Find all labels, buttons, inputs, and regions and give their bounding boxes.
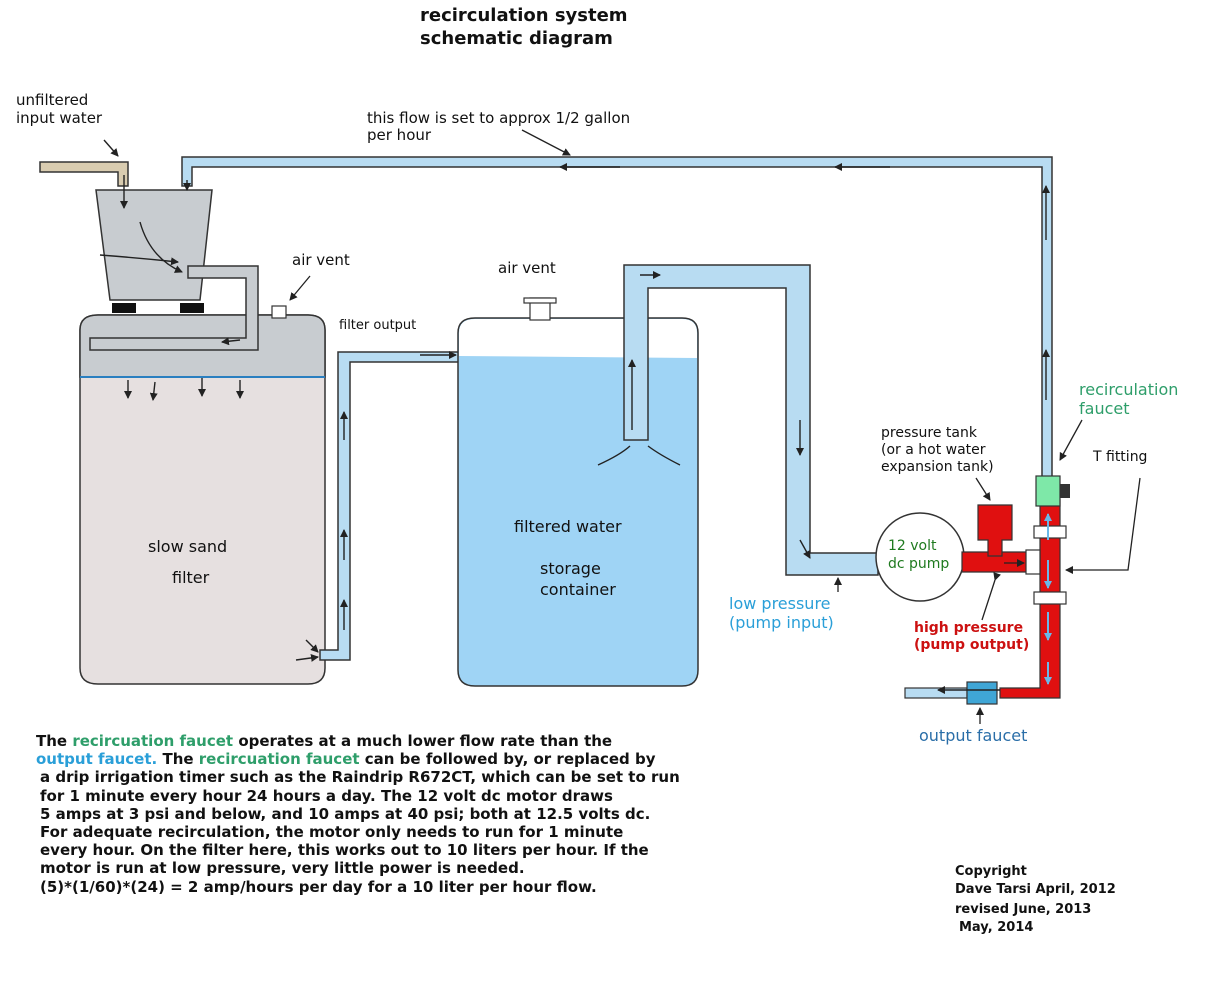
- copyright-line-2: Dave Tarsi April, 2012: [955, 882, 1116, 897]
- slow-sand-label-1: slow sand: [148, 537, 228, 556]
- high-pressure-plumbing: [961, 499, 1067, 699]
- description-line-8: motor is run at low pressure, very littl…: [40, 859, 525, 878]
- output-faucet-label: output faucet: [919, 726, 1028, 745]
- high-pressure-label-2: (pump output): [914, 637, 1030, 653]
- low-pressure-label-2: (pump input): [729, 613, 834, 632]
- pump-label-2: dc pump: [888, 556, 950, 572]
- description-line-6: For adequate recirculation, the motor on…: [40, 823, 624, 842]
- slow-sand-label-2: filter: [172, 568, 210, 587]
- slow-sand-filter-tank: [79, 305, 326, 685]
- t-fitting-label: T fitting: [1093, 449, 1148, 465]
- description-line-2: output faucet. The recircuation faucet c…: [36, 750, 656, 769]
- recirc-faucet-label-2: faucet: [1079, 399, 1130, 418]
- recirc-faucet-label-1: recirculation: [1079, 380, 1179, 399]
- pressure-tank-label-1: pressure tank: [881, 425, 977, 441]
- flow-note-2: per hour: [367, 126, 432, 144]
- input-pipe: [39, 161, 129, 187]
- air-vent-label-2: air vent: [498, 259, 556, 277]
- recirculation-faucet: [1035, 475, 1070, 507]
- pump-suction-pipe: [623, 264, 879, 576]
- description-text: The recircuation faucet operates at a mu…: [36, 732, 680, 896]
- title-line-1: recirculation system: [420, 5, 628, 26]
- filter-output-pipe: [319, 351, 463, 661]
- description-line-4: for 1 minute every hour 24 hours a day. …: [40, 786, 613, 805]
- description-line-1: The recircuation faucet operates at a mu…: [36, 732, 613, 750]
- description-line-7: every hour. On the filter here, this wor…: [40, 841, 649, 860]
- flow-arrows: [99, 139, 1050, 694]
- copyright-line-4: May, 2014: [959, 920, 1034, 935]
- pump-label-1: 12 volt: [888, 538, 937, 554]
- pointer-lines: [289, 129, 1141, 724]
- description-line-9: (5)*(1/60)*(24) = 2 amp/hours per day fo…: [40, 877, 597, 896]
- description-line-3: a drip irrigation timer such as the Rain…: [40, 768, 680, 787]
- flow-note-1: this flow is set to approx 1/2 gallon: [367, 109, 631, 127]
- low-pressure-label-1: low pressure: [729, 594, 831, 613]
- pressure-tank-label-2: (or a hot water: [881, 442, 986, 458]
- output-faucet: [904, 681, 998, 705]
- input-water-label-1: unfiltered: [16, 91, 89, 109]
- filter-hopper: [95, 189, 213, 313]
- distribution-pipe: [89, 265, 259, 351]
- description-line-5: 5 amps at 3 psi and below, and 10 amps a…: [40, 804, 651, 823]
- copyright-line-1: Copyright: [955, 864, 1027, 879]
- input-water-label-2: input water: [16, 109, 103, 127]
- pressure-tank-label-3: expansion tank): [881, 459, 994, 475]
- high-pressure-label-1: high pressure: [914, 620, 1024, 636]
- copyright-line-3: revised June, 2013: [955, 902, 1092, 917]
- air-vent-label-1: air vent: [292, 251, 350, 269]
- filter-output-label: filter output: [339, 318, 417, 333]
- title-line-2: schematic diagram: [420, 28, 613, 49]
- storage-container: [457, 297, 699, 687]
- storage-label-3: container: [540, 580, 616, 599]
- storage-label-2: storage: [540, 559, 601, 578]
- storage-label-1: filtered water: [514, 517, 622, 536]
